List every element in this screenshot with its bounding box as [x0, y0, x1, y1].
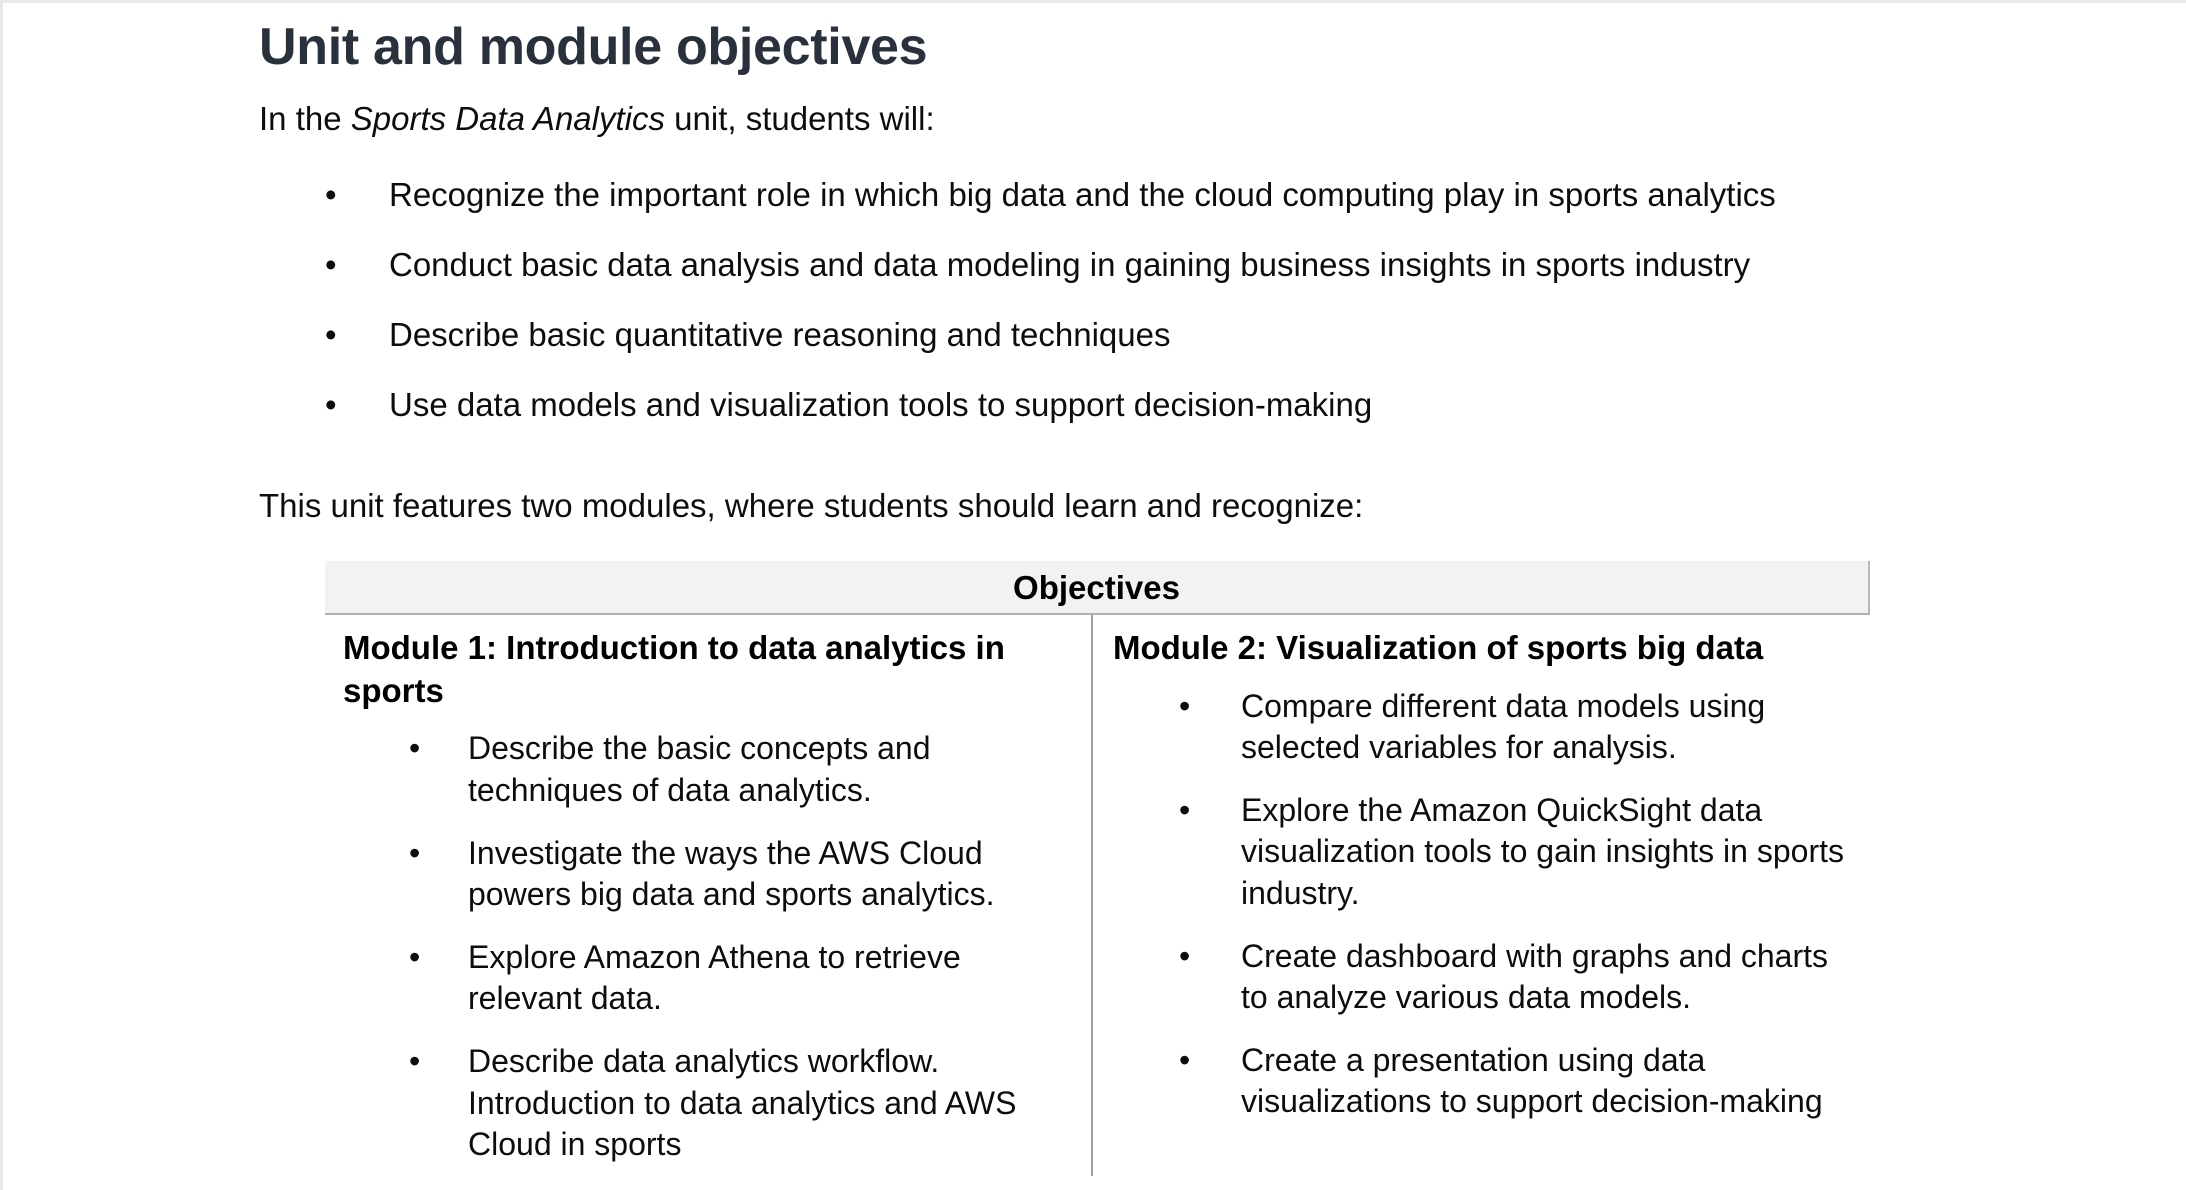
list-item-text: Use data models and visualization tools …: [389, 385, 1373, 423]
bullet-icon: •: [325, 246, 337, 284]
list-item: • Recognize the important role in which …: [259, 174, 2139, 217]
list-item: • Create dashboard with graphs and chart…: [1113, 936, 1850, 1019]
intro-prefix: In the: [259, 100, 351, 138]
list-item: • Describe data analytics workflow. Intr…: [343, 1041, 1065, 1166]
list-item-text: Conduct basic data analysis and data mod…: [389, 246, 1751, 284]
list-item-text: Describe data analytics workflow. Introd…: [468, 1043, 1017, 1163]
bullet-icon: •: [325, 385, 337, 423]
list-item: • Compare different data models using se…: [1113, 686, 1850, 769]
list-item-text: Compare different data models using sele…: [1241, 687, 1766, 766]
list-item: • Use data models and visualization tool…: [259, 384, 2139, 427]
list-item: • Conduct basic data analysis and data m…: [259, 244, 2139, 287]
list-item-text: Create dashboard with graphs and charts …: [1241, 937, 1829, 1016]
module-2-title: Module 2: Visualization of sports big da…: [1113, 628, 1764, 666]
list-item-text: Describe the basic concepts and techniqu…: [468, 730, 931, 809]
list-item: • Create a presentation using data visua…: [1113, 1040, 1850, 1123]
bullet-icon: •: [1179, 791, 1191, 828]
list-item: • Explore Amazon Athena to retrieve rele…: [343, 937, 1065, 1020]
document-content: Unit and module objectives In the Sports…: [259, 3, 2139, 1176]
unit-objectives-list: • Recognize the important role in which …: [259, 174, 2139, 427]
table-cell-module-2: Module 2: Visualization of sports big da…: [1093, 615, 1868, 1176]
intro-emphasis: Sports Data Analytics: [350, 100, 665, 138]
module-1-objectives-list: • Describe the basic concepts and techni…: [343, 728, 1065, 1165]
table-row: Module 1: Introduction to data analytics…: [325, 614, 1870, 1176]
bullet-icon: •: [1179, 687, 1191, 724]
bullet-icon: •: [409, 938, 421, 975]
list-item-text: Describe basic quantitative reasoning an…: [389, 316, 1171, 354]
bullet-icon: •: [1179, 1041, 1191, 1078]
bullet-icon: •: [325, 316, 337, 354]
list-item-text: Recognize the important role in which bi…: [389, 176, 1776, 214]
list-item-text: Explore Amazon Athena to retrieve releva…: [468, 938, 961, 1017]
list-item: • Describe basic quantitative reasoning …: [259, 314, 2139, 357]
bullet-icon: •: [1179, 937, 1191, 974]
list-item-text: Create a presentation using data visuali…: [1241, 1041, 1823, 1120]
lead-paragraph: This unit features two modules, where st…: [259, 486, 1364, 524]
list-item-text: Investigate the ways the AWS Cloud power…: [468, 834, 995, 913]
table-cell-module-1: Module 1: Introduction to data analytics…: [325, 614, 1093, 1176]
table-header-cell: Objectives: [325, 560, 1870, 615]
intro-suffix: unit, students will:: [664, 100, 935, 138]
list-item-text: Explore the Amazon QuickSight data visua…: [1241, 791, 1844, 911]
intro-sentence: In the Sports Data Analytics unit, stude…: [259, 98, 2139, 141]
objectives-table: Objectives Module 1: Introduction to dat…: [325, 560, 1870, 1176]
list-item: • Investigate the ways the AWS Cloud pow…: [343, 833, 1065, 916]
list-item: • Explore the Amazon QuickSight data vis…: [1113, 790, 1850, 915]
list-item: • Describe the basic concepts and techni…: [343, 728, 1065, 811]
bullet-icon: •: [409, 1043, 421, 1080]
page-title: Unit and module objectives: [259, 18, 928, 76]
bullet-icon: •: [409, 730, 421, 767]
module-2-objectives-list: • Compare different data models using se…: [1113, 686, 1850, 1123]
bullet-icon: •: [325, 176, 337, 214]
bullet-icon: •: [409, 834, 421, 871]
module-1-title: Module 1: Introduction to data analytics…: [343, 628, 1005, 709]
